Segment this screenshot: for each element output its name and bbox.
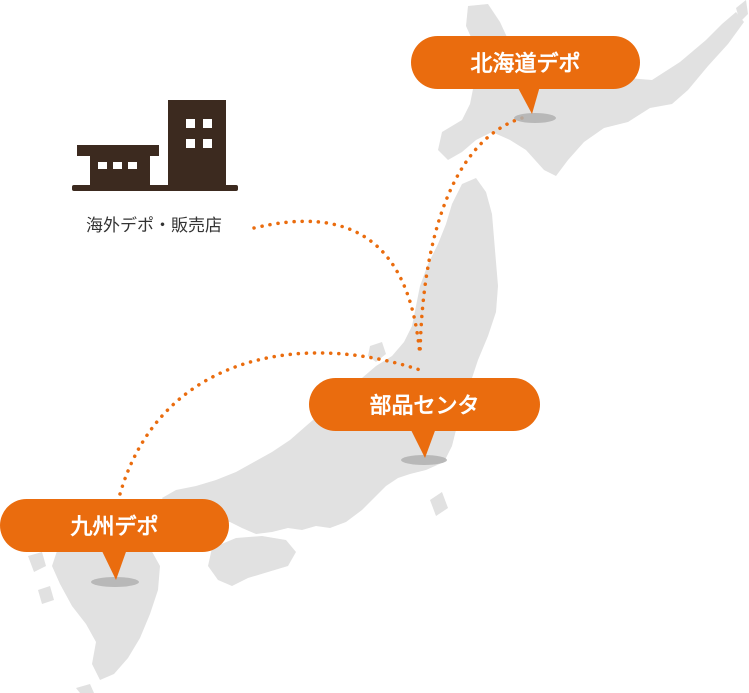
land-honshu xyxy=(162,178,498,534)
pin-shadow xyxy=(401,455,447,465)
japan-map xyxy=(28,0,748,693)
hokkaido-depot-label: 北海道デポ xyxy=(470,51,580,77)
ground-line xyxy=(72,185,238,191)
pin-body xyxy=(411,36,640,89)
low-building xyxy=(90,156,150,185)
pin-pointer xyxy=(410,428,436,458)
low-building-window xyxy=(113,162,122,169)
land-kyushu xyxy=(52,532,160,680)
low-building-window xyxy=(98,162,107,169)
buildings-icon xyxy=(72,100,238,191)
parts-center-label: 部品センタ xyxy=(369,393,479,419)
pin-body xyxy=(309,378,540,431)
kyushu-depot-pin: 九州デポ xyxy=(0,499,229,587)
land-sakhalin-tip xyxy=(736,0,748,22)
pin-pointer xyxy=(517,86,540,114)
land-izu-tip xyxy=(430,492,448,516)
parts-center-pin: 部品センタ xyxy=(309,378,540,465)
tall-building-window xyxy=(186,119,195,128)
land-kyushu-islands xyxy=(28,552,94,693)
route-kyushu-to-center xyxy=(118,351,422,496)
land-shikoku xyxy=(208,536,296,586)
tall-building xyxy=(168,100,226,185)
land-hokkaido xyxy=(438,4,744,176)
tall-building-window xyxy=(203,139,212,148)
pin-pointer xyxy=(101,549,127,580)
pin-shadow xyxy=(91,577,139,587)
low-building-roof xyxy=(77,145,159,156)
low-building-window xyxy=(128,162,137,169)
overseas-caption: 海外デポ・販売店 xyxy=(86,215,222,236)
route-overseas-to-center xyxy=(252,219,422,358)
hokkaido-depot-pin: 北海道デポ xyxy=(411,36,640,123)
routes xyxy=(118,116,524,496)
tall-building-window xyxy=(186,139,195,148)
pin-body xyxy=(0,499,229,552)
tall-building-window xyxy=(203,119,212,128)
pin-shadow xyxy=(514,113,556,123)
kyushu-depot-label: 九州デポ xyxy=(69,514,158,540)
